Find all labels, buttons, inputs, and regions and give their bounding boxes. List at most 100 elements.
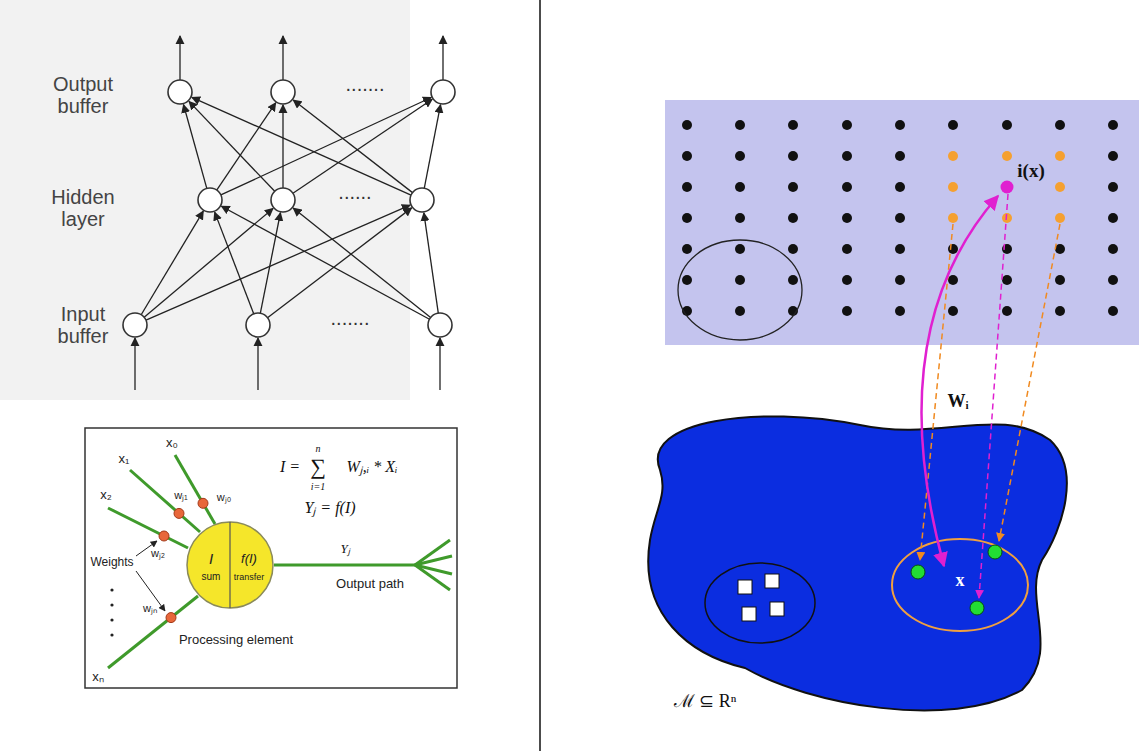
neuron-circle <box>431 80 455 104</box>
neuron-circle <box>271 188 295 212</box>
summation-symbol: I <box>209 551 213 566</box>
lattice-unit <box>1002 151 1012 161</box>
lattice-unit <box>895 213 905 223</box>
lattice-unit <box>842 275 852 285</box>
network-arrow <box>293 100 412 193</box>
ellipsis: ....... <box>346 73 385 95</box>
layer-label: Hidden layer <box>43 186 123 230</box>
data-point-square <box>742 607 756 621</box>
network-arrow <box>282 105 283 188</box>
lattice-unit <box>735 306 745 316</box>
lattice-unit <box>895 275 905 285</box>
network-arrow <box>424 213 438 313</box>
neighbourhood-outline <box>892 539 1028 631</box>
lattice-unit <box>1001 181 1014 194</box>
lattice-unit <box>1002 120 1012 130</box>
data-point-dot <box>911 565 925 579</box>
map-lattice-panel <box>665 100 1139 345</box>
neuron-circle <box>198 188 222 212</box>
weight-link-dashed <box>999 224 1060 541</box>
lattice-unit <box>682 120 692 130</box>
input-vector-label: x <box>956 571 965 591</box>
lattice-unit <box>735 244 745 254</box>
lattice-unit <box>842 182 852 192</box>
lattice-unit <box>1055 120 1065 130</box>
lattice-unit <box>948 244 958 254</box>
lattice-unit <box>842 306 852 316</box>
network-arrow <box>442 36 443 80</box>
lattice-unit <box>1108 213 1118 223</box>
ellipsis-dot <box>110 603 113 606</box>
lattice-unit <box>895 244 905 254</box>
neuron-circle <box>410 188 434 212</box>
lattice-unit <box>788 182 798 192</box>
lattice-unit <box>788 151 798 161</box>
neuron-circle <box>428 313 452 337</box>
lattice-unit <box>895 151 905 161</box>
lattice-unit <box>895 182 905 192</box>
ellipsis-dot <box>110 618 113 621</box>
network-arrow <box>179 36 180 80</box>
lattice-unit <box>895 120 905 130</box>
formula-part: ∑ <box>310 455 326 479</box>
formula-part: I = <box>280 458 300 476</box>
lattice-unit <box>682 275 692 285</box>
lattice-unit <box>1055 151 1065 161</box>
data-point-square <box>765 574 779 588</box>
network-arrow <box>424 105 440 188</box>
winner-unit-label: i(x) <box>1015 161 1046 182</box>
data-point-dot <box>988 545 1002 559</box>
ellipsis-dot <box>110 633 113 636</box>
weight-name: wⱼ₁ <box>174 489 188 501</box>
input-name: x₂ <box>100 488 112 502</box>
lattice-unit <box>948 275 958 285</box>
output-name: Yⱼ <box>340 542 349 556</box>
lattice-unit <box>682 151 692 161</box>
element-label: Processing element <box>179 633 293 647</box>
lattice-unit <box>948 213 958 223</box>
weight-dot <box>174 508 184 518</box>
panel-frame <box>85 428 457 688</box>
network-arrow <box>268 208 412 318</box>
lattice-unit <box>1002 275 1012 285</box>
weights-label: Weights <box>90 556 133 569</box>
processing-element-circle: Isumf(I)transfer <box>186 521 274 609</box>
transfer-function: f(I) <box>241 552 257 565</box>
network-arrow <box>146 205 410 320</box>
lattice-unit <box>1055 213 1065 223</box>
lattice-unit <box>1055 306 1065 316</box>
transfer-label: transfer <box>234 573 265 582</box>
lattice-unit <box>682 182 692 192</box>
divider-line <box>539 0 541 751</box>
lattice-unit <box>735 213 745 223</box>
input-name: x₁ <box>119 452 130 466</box>
input-name: xₙ <box>92 670 104 684</box>
lattice-unit <box>1002 306 1012 316</box>
neuron-body <box>187 522 273 608</box>
data-point-square <box>770 602 784 616</box>
output-path-label: Output path <box>336 577 404 591</box>
data-point-dot <box>970 601 984 615</box>
lattice-unit <box>1055 182 1065 192</box>
neuron-circle <box>246 313 270 337</box>
ellipsis: ...... <box>338 181 371 203</box>
space-label: ℳ ⊆ Rⁿ <box>672 692 739 712</box>
layer-label: Output buffer <box>43 73 123 117</box>
lattice-unit <box>682 244 692 254</box>
output-path-line <box>415 565 450 590</box>
network-arrow <box>221 206 429 319</box>
lattice-unit <box>842 213 852 223</box>
weight-dot <box>166 613 176 623</box>
lattice-unit <box>842 151 852 161</box>
formula-part: Wⱼ,ᵢ * Xᵢ <box>346 458 397 476</box>
network-arrow <box>282 36 283 80</box>
lattice-unit <box>1055 275 1065 285</box>
lattice-unit <box>1108 151 1118 161</box>
lattice-unit <box>682 213 692 223</box>
layer-label: Input buffer <box>43 303 123 347</box>
lattice-unit <box>948 306 958 316</box>
ellipsis-dot <box>110 588 113 591</box>
lattice-unit <box>735 151 745 161</box>
weight-dot <box>198 498 208 508</box>
